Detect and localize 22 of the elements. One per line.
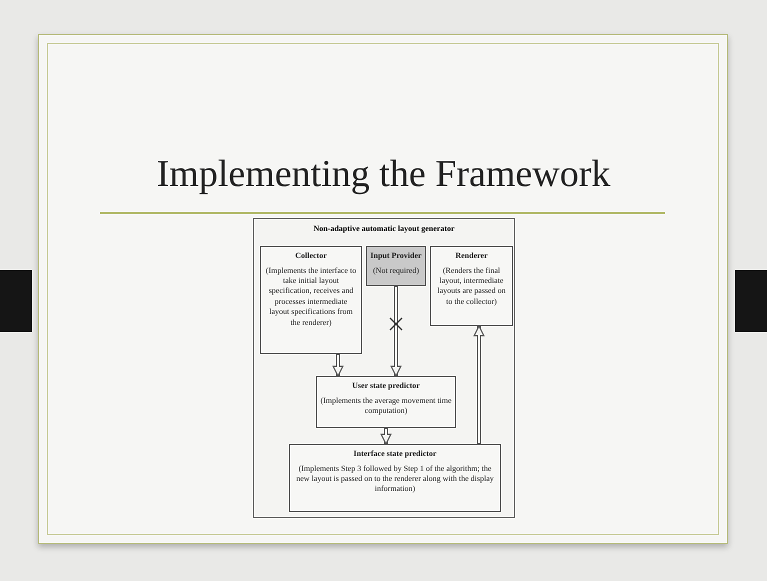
process-box xyxy=(366,246,426,286)
box-description: (Not required) xyxy=(372,266,420,276)
arrow xyxy=(390,286,402,377)
process-box xyxy=(316,376,456,428)
box-description: (Implements Step 3 followed by Step 1 of the algorithm; the new layout is passed on to the renderer along with the display information) xyxy=(295,464,495,495)
arrow xyxy=(474,325,484,444)
process-box xyxy=(289,444,501,512)
box-heading: Collector xyxy=(294,251,328,261)
box-description: (Implements the interface to take initial layout specification, receives and processes intermediate layout specifications from the renderer) xyxy=(264,266,358,328)
arrow xyxy=(332,354,344,377)
box-description: (Renders the final layout, intermediate layouts are passed on to the collector) xyxy=(436,266,507,308)
box-heading: Input Provider xyxy=(370,251,422,261)
slide-title: Implementing the Framework xyxy=(156,152,612,196)
box-description: (Implements the average movement time computation) xyxy=(320,396,452,416)
container-box xyxy=(253,218,515,518)
box-heading: User state predictor xyxy=(351,381,421,391)
process-box xyxy=(430,246,513,326)
container-heading: Non-adaptive automatic layout generator xyxy=(312,224,456,233)
arrow xyxy=(380,428,392,445)
box-heading: Interface state predictor xyxy=(352,449,438,459)
box-heading: Renderer xyxy=(454,251,489,261)
process-box xyxy=(260,246,362,354)
